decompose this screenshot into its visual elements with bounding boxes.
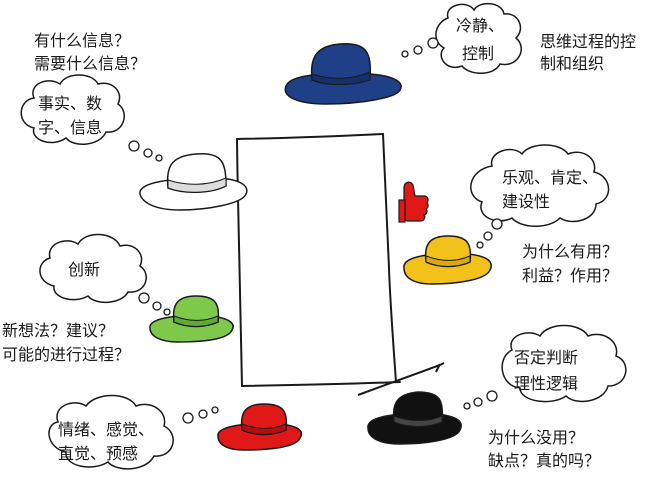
red-cloud-line-2: 直觉、预感 [58,444,139,463]
white-side-line-2: 需要什么信息？ [34,54,147,73]
red-hat [217,403,303,451]
green-cloud-line-1: 创新 [68,260,101,279]
yellow-side-line-2: 利益？作用？ [522,266,619,285]
red-cloud-line-1: 情绪、感觉、 [58,420,155,439]
white-cloud-line-1: 事实、数 [38,94,103,113]
yellow-cloud-line-2: 建设性 [502,192,551,211]
blue-cloud-line-2: 控制 [462,44,495,63]
central-board [236,133,401,387]
black-side-line-1: 为什么没用？ [488,428,585,447]
thought-cloud-red [48,394,174,470]
green-side-line-1: 新想法？建议？ [2,321,115,340]
thought-cloud-yellow [470,144,610,227]
yellow-cloud-line-1: 乐观、肯定、 [502,168,599,187]
thought-cloud-white [20,74,125,145]
thought-cloud-blue [435,2,522,74]
white-hat [139,153,248,211]
black-cloud-line-1: 否定判断 [514,348,579,367]
blue-cloud-line-1: 冷静、 [456,16,505,35]
black-side-line-2: 缺点？真的吗？ [488,451,601,470]
black-hat [367,391,462,445]
black-cloud-line-2: 理性逻辑 [514,374,579,393]
yellow-hat [403,235,492,285]
green-side-line-2: 可能的进行过程？ [2,345,131,364]
blue-side-line-1: 思维过程的控 [540,32,637,51]
blue-hat [284,43,402,105]
thumbs-up-icon [398,181,429,223]
thought-cloud-black [501,324,627,403]
white-side-line-1: 有什么信息？ [34,31,131,50]
green-hat [149,295,234,343]
bubble-dots [128,37,503,424]
white-cloud-line-2: 字、信息 [38,118,103,137]
pencil-icon [357,362,445,396]
yellow-side-line-1: 为什么有用？ [522,242,619,261]
blue-side-line-2: 制和组织 [540,54,605,73]
thought-cloud-green [39,233,147,304]
